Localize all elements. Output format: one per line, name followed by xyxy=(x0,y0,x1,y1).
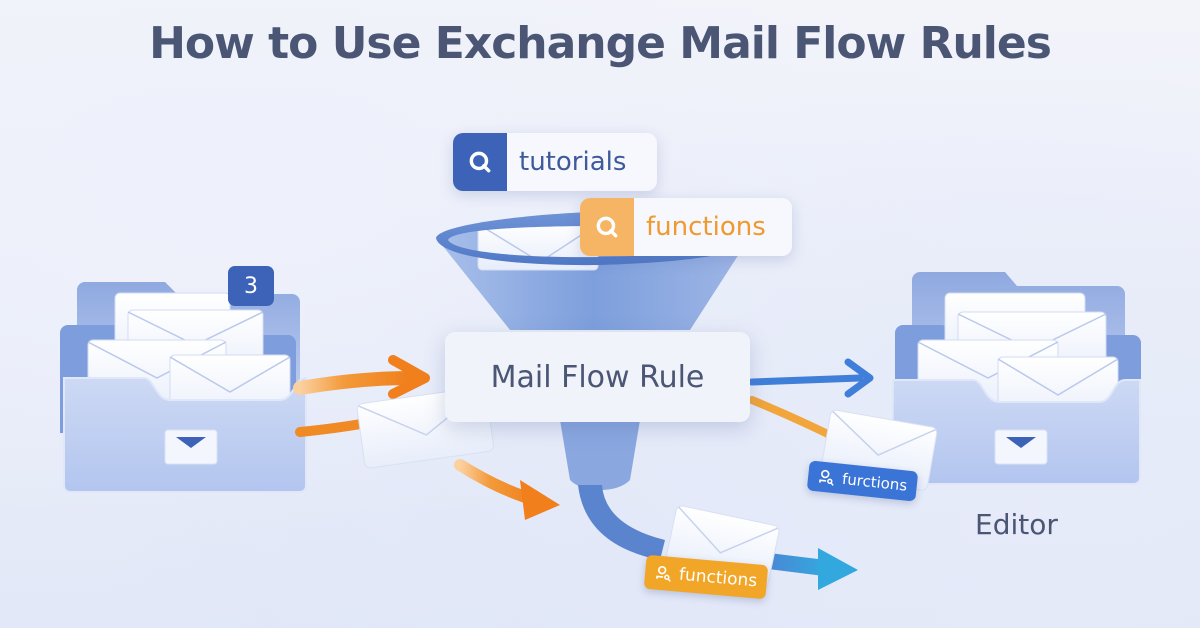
page-title: How to Use Exchange Mail Flow Rules xyxy=(149,18,1052,69)
tag-label: furctions xyxy=(841,469,909,495)
user-search-icon xyxy=(819,469,834,486)
search-icon xyxy=(453,133,507,191)
search-pill-label: tutorials xyxy=(519,147,627,177)
search-icon xyxy=(580,198,634,256)
unread-count-badge: 3 xyxy=(228,266,274,306)
search-pill-label: functions xyxy=(646,212,766,242)
output-folder-label: Editor xyxy=(975,508,1058,541)
mail-flow-rule-box[interactable]: Mail Flow Rule xyxy=(445,332,750,422)
tag-functions-blue[interactable]: furctions xyxy=(806,460,919,502)
output-folder xyxy=(890,272,1141,485)
inbox-folder xyxy=(60,282,307,493)
tag-label: functions xyxy=(678,564,758,592)
user-search-icon xyxy=(656,565,671,582)
search-pill-functions[interactable]: functions xyxy=(580,198,792,256)
search-pill-tutorials[interactable]: tutorials xyxy=(453,133,657,191)
tag-functions-orange[interactable]: functions xyxy=(643,554,769,600)
